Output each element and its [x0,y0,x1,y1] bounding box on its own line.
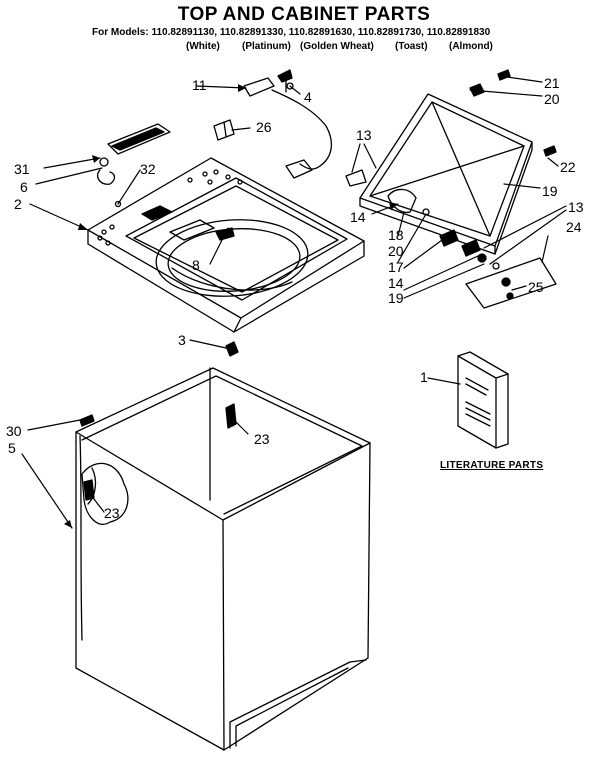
callout-26: 26 [256,119,272,135]
literature-booklet [457,351,509,449]
cabinet-top [87,157,365,333]
color-platinum: (Platinum) [242,41,291,52]
callout-1: 1 [420,369,428,385]
page-title: TOP AND CABINET PARTS [177,4,431,25]
callout-23-cabinet: 23 [254,431,270,447]
callout-24: 24 [566,219,582,235]
callout-30: 30 [6,423,22,439]
callout-6: 6 [20,179,28,195]
callout-8: 8 [192,257,200,273]
small-parts [83,69,557,501]
color-toast: (Toast) [395,41,428,52]
color-white: (White) [186,41,220,52]
model-numbers: For Models: 110.82891130, 110.82891330, … [92,27,491,38]
leader-lines [21,75,567,529]
callout-2: 2 [14,196,22,212]
callout-20: 20 [544,91,560,107]
callout-21: 21 [544,75,560,91]
callout-14: 14 [350,209,366,225]
callout-22: 22 [560,159,576,175]
callout-17: 19 [388,290,404,306]
callout-31: 31 [14,161,30,177]
callout-23-inset: 23 [104,505,120,521]
callout-13-lid: 13 [568,199,584,215]
callout-25: 25 [528,279,544,295]
cabinet [75,367,371,751]
callout-18: 20 [388,243,404,259]
color-golden-wheat: (Golden Wheat) [300,41,374,52]
lid [359,93,533,255]
callout-15: 17 [388,259,404,275]
callout-4: 4 [304,89,312,105]
callout-16: 18 [388,227,404,243]
color-almond: (Almond) [449,41,493,52]
callout-19: 19 [542,183,558,199]
callout-3: 3 [178,332,186,348]
literature-parts-caption: LITERATURE PARTS [440,460,544,471]
callout-32: 32 [140,161,156,177]
callout-5: 5 [8,440,16,456]
callout-11: 11 [192,77,207,93]
callout-13: 13 [356,127,372,143]
callout-14-hinge: 14 [388,275,404,291]
